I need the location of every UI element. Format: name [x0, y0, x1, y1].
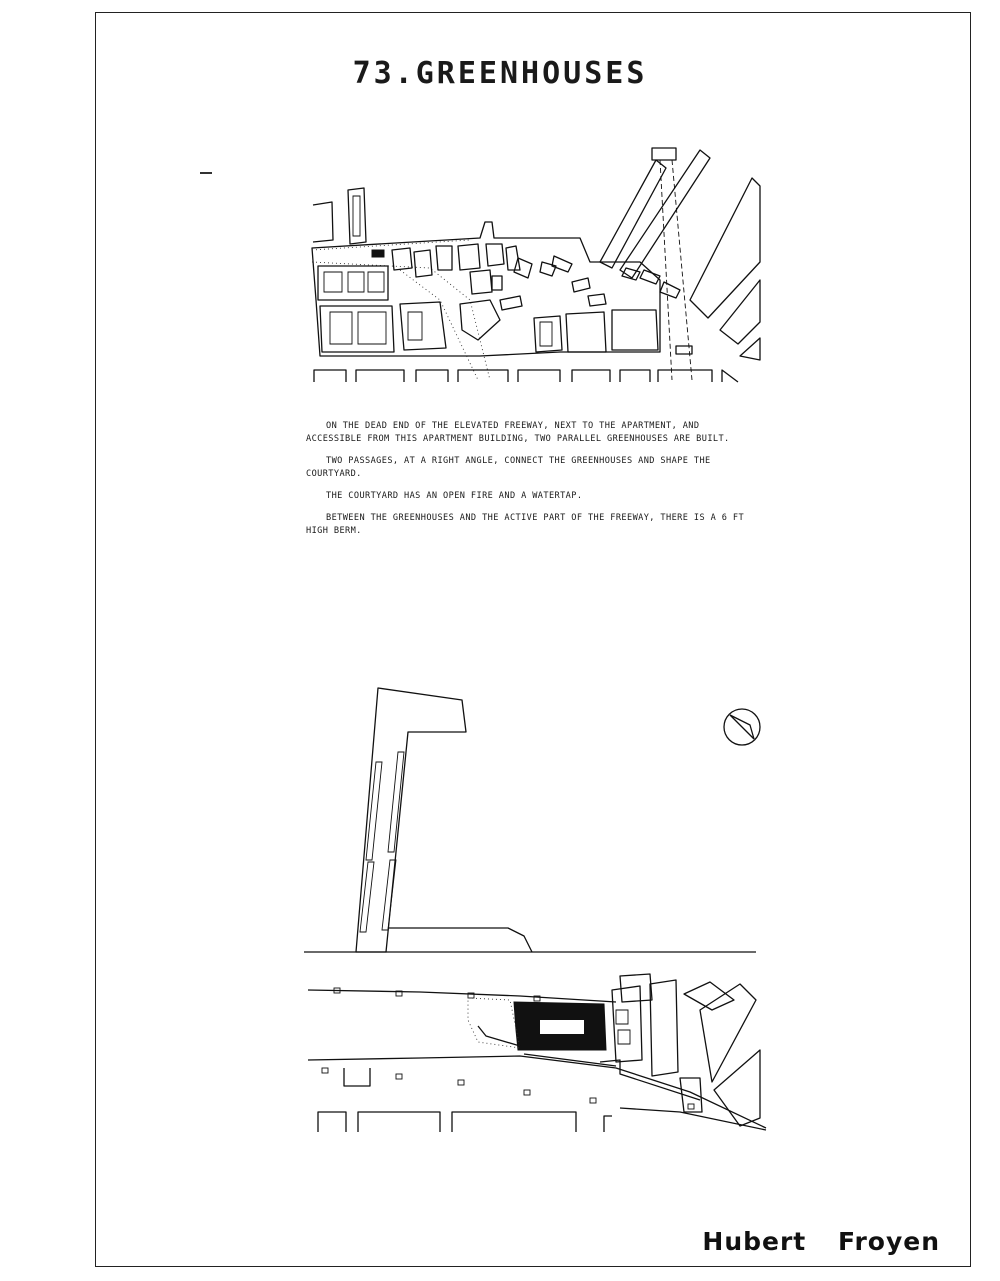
site-plan-drawing [311, 147, 761, 383]
description-paragraph: On the dead end of the elevated freeway,… [306, 421, 730, 444]
author-signature: Hubert Froyen [702, 1227, 940, 1256]
north-arrow-icon [723, 708, 761, 746]
page-border [95, 12, 971, 1267]
margin-mark [200, 172, 212, 174]
page-title: 73.GREENHOUSES [352, 56, 648, 91]
description-paragraph: Two passages, at a right angle, connect … [306, 456, 711, 479]
description-text: On the dead end of the elevated freeway,… [306, 420, 756, 547]
description-paragraph: The courtyard has an open fire and a wat… [326, 491, 583, 501]
description-paragraph: Between the greenhouses and the active p… [306, 513, 745, 536]
